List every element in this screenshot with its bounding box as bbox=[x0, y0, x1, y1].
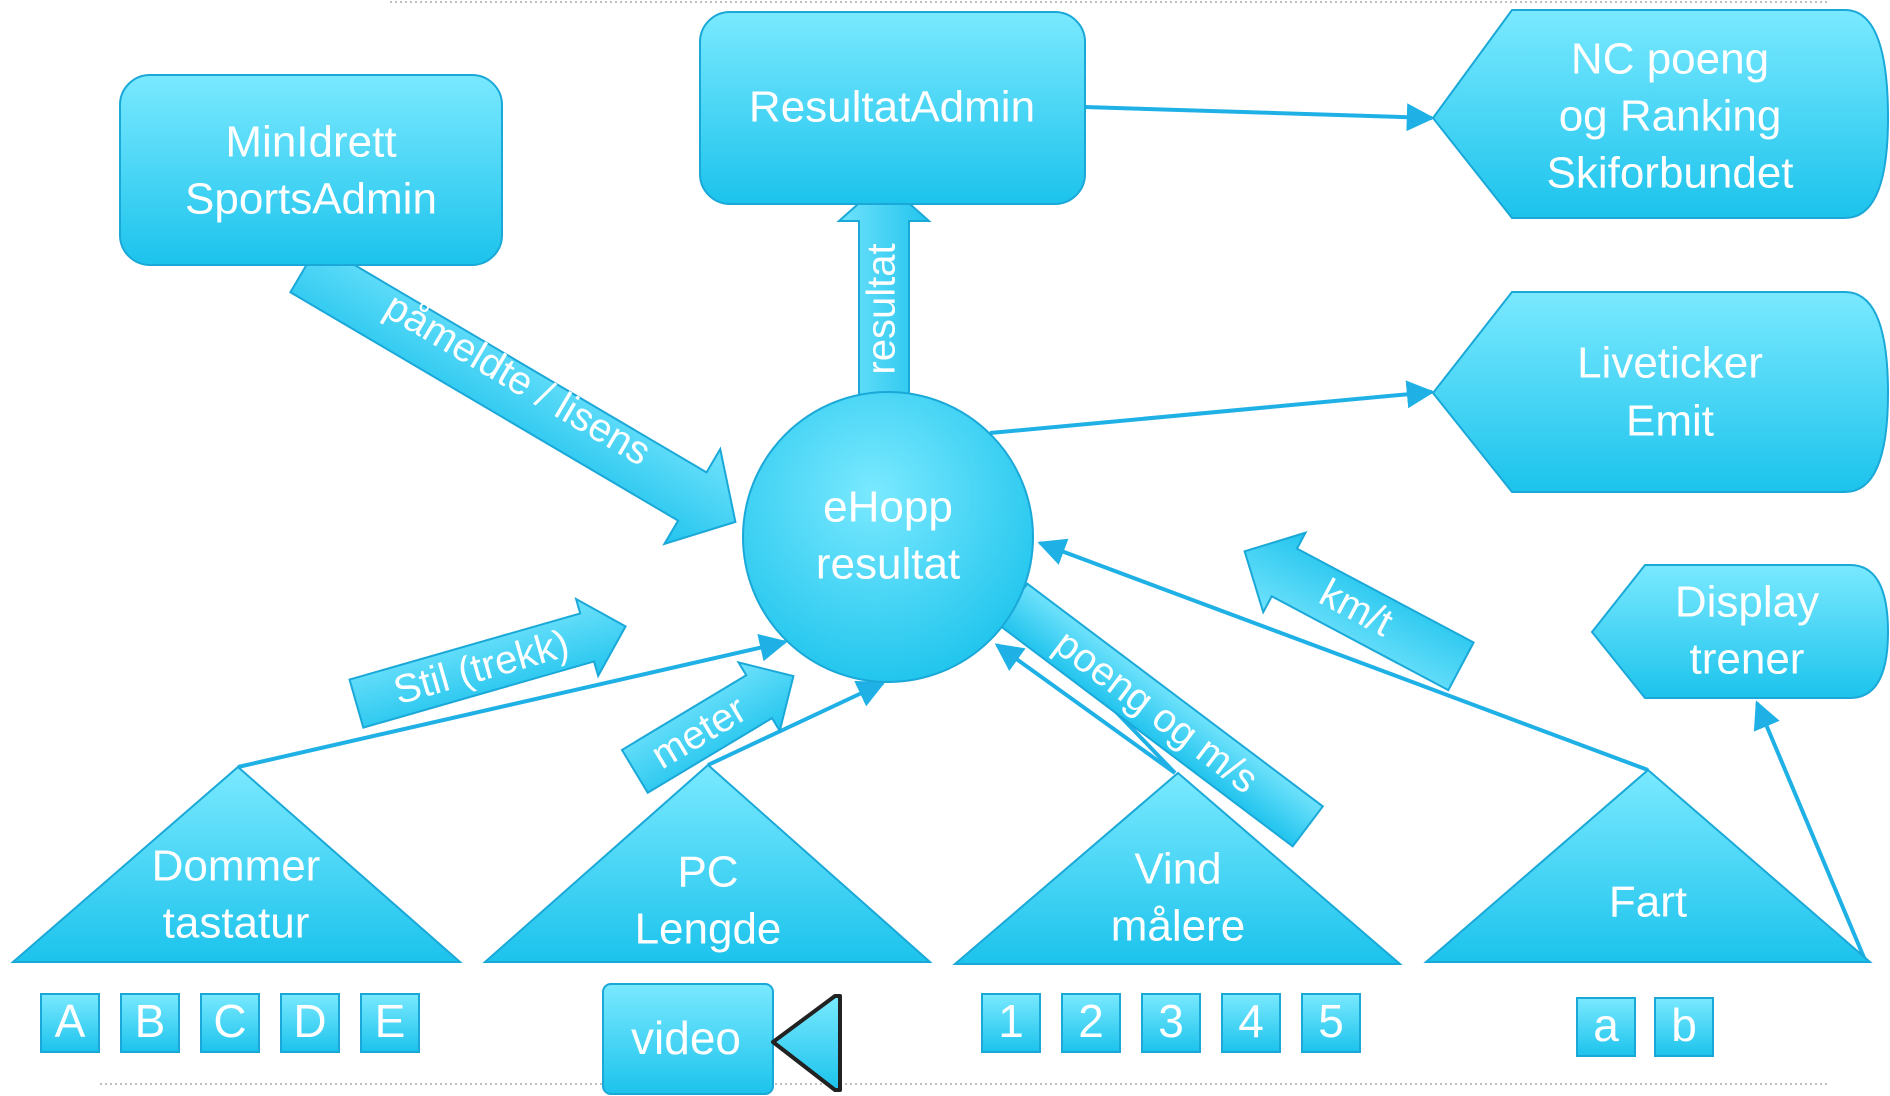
block-arrow-pameldte-label: påmeldte / lisens bbox=[377, 284, 658, 474]
block-arrow-resultat-label: resultat bbox=[860, 243, 904, 374]
key-c: C bbox=[213, 995, 246, 1047]
key-d-box bbox=[280, 993, 340, 1053]
node-dommer-tastatur-line2: tastatur bbox=[163, 899, 310, 948]
key-a-box bbox=[40, 993, 100, 1053]
node-display-trener-shape bbox=[1590, 564, 1890, 699]
key-4-box bbox=[1221, 993, 1281, 1053]
node-pc-lengde-shape bbox=[482, 763, 933, 963]
node-minidrett-box bbox=[119, 74, 503, 266]
key-5: 5 bbox=[1318, 995, 1344, 1047]
key-a: A bbox=[55, 995, 86, 1047]
node-resultatadmin-line1: ResultatAdmin bbox=[749, 83, 1035, 132]
key-d: D bbox=[293, 995, 326, 1047]
node-resultatadmin: ResultatAdmin bbox=[699, 11, 1086, 205]
block-arrow-pameldte-shape bbox=[289, 242, 737, 546]
node-ehopp-line1: eHopp bbox=[823, 483, 953, 532]
node-vind-malere-line2: målere bbox=[1111, 902, 1246, 951]
node-pc-lengde-line1: PC bbox=[677, 848, 738, 897]
key-lower-b: b bbox=[1671, 999, 1697, 1051]
key-e: E bbox=[375, 995, 406, 1047]
block-arrow-meter-shape bbox=[620, 660, 795, 795]
block-arrow-stil: Stil (trekk) bbox=[348, 596, 627, 729]
node-vind-malere-line1: Vind bbox=[1134, 845, 1221, 894]
key-e-box bbox=[360, 993, 420, 1053]
key-2-box bbox=[1061, 993, 1121, 1053]
node-nc-poeng-shape bbox=[1431, 9, 1890, 219]
node-dommer-tastatur: Dommer tastatur bbox=[10, 765, 463, 963]
block-arrow-poeng-label: poeng og m/s bbox=[1046, 621, 1266, 802]
video-camera-body bbox=[602, 983, 774, 1095]
block-arrow-kmt-shape bbox=[1243, 531, 1475, 692]
node-liveticker-shape bbox=[1431, 291, 1890, 493]
vind-keys: 1 2 3 4 5 bbox=[981, 993, 1361, 1053]
node-nc-poeng-line2: og Ranking bbox=[1559, 92, 1782, 141]
key-3-box bbox=[1141, 993, 1201, 1053]
line-fart-to-display bbox=[1753, 700, 1867, 961]
node-nc-poeng-line3: Skiforbundet bbox=[1546, 149, 1793, 198]
node-minidrett-line1: MinIdrett bbox=[225, 118, 396, 167]
key-2: 2 bbox=[1078, 995, 1104, 1047]
node-pc-lengde-line2: Lengde bbox=[635, 905, 782, 954]
node-liveticker: Liveticker Emit bbox=[1431, 291, 1890, 493]
block-arrow-stil-label: Stil (trekk) bbox=[389, 621, 574, 713]
node-ehopp-line2: resultat bbox=[816, 540, 960, 589]
key-3: 3 bbox=[1158, 995, 1184, 1047]
node-ehopp: eHopp resultat bbox=[742, 391, 1034, 683]
key-lower-a: a bbox=[1593, 999, 1619, 1051]
node-fart-shape bbox=[1423, 768, 1873, 963]
video-camera: video bbox=[602, 983, 842, 1095]
video-label: video bbox=[631, 1012, 741, 1064]
video-camera-lens-icon bbox=[771, 994, 842, 1092]
block-arrow-resultat: resultat bbox=[836, 179, 932, 407]
block-arrow-stil-shape bbox=[348, 596, 627, 729]
node-minidrett-line2: SportsAdmin bbox=[185, 175, 437, 224]
block-arrow-meter-label: meter bbox=[644, 687, 754, 777]
node-pc-lengde: PC Lengde bbox=[482, 763, 933, 963]
key-1: 1 bbox=[998, 995, 1024, 1047]
line-dommer-to-ehopp bbox=[237, 633, 788, 769]
key-c-box bbox=[200, 993, 260, 1053]
node-nc-poeng: NC poeng og Ranking Skiforbundet bbox=[1431, 9, 1890, 219]
node-ehopp-circle bbox=[742, 391, 1034, 683]
key-4: 4 bbox=[1238, 995, 1264, 1047]
line-pc-to-ehopp bbox=[707, 681, 886, 767]
node-liveticker-line2: Emit bbox=[1626, 397, 1714, 446]
block-arrow-kmt: km/t bbox=[1243, 531, 1475, 692]
node-resultatadmin-box bbox=[699, 11, 1086, 205]
line-fart-to-ehopp bbox=[1037, 538, 1649, 772]
node-vind-malere: Vind målere bbox=[952, 771, 1403, 965]
node-dommer-tastatur-line1: Dommer bbox=[152, 842, 321, 891]
key-lower-b-box bbox=[1654, 997, 1714, 1057]
key-lower-a-box bbox=[1576, 997, 1636, 1057]
block-arrow-pameldte: påmeldte / lisens bbox=[289, 242, 737, 546]
line-ehopp-to-liveticker bbox=[989, 380, 1435, 435]
key-5-box bbox=[1301, 993, 1361, 1053]
node-fart-line1: Fart bbox=[1609, 878, 1687, 927]
node-display-trener-line1: Display bbox=[1675, 578, 1819, 627]
node-vind-malere-shape bbox=[952, 771, 1403, 965]
node-minidrett: MinIdrett SportsAdmin bbox=[119, 74, 503, 266]
fart-keys: a b bbox=[1576, 997, 1714, 1057]
node-dommer-tastatur-shape bbox=[10, 765, 463, 963]
line-resultatadmin-to-nc bbox=[1084, 103, 1435, 132]
node-nc-poeng-line1: NC poeng bbox=[1571, 35, 1769, 84]
dommer-keys: A B C D E bbox=[40, 993, 420, 1053]
node-display-trener-line2: trener bbox=[1690, 635, 1805, 684]
node-display-trener: Display trener bbox=[1590, 564, 1890, 699]
key-b: B bbox=[135, 995, 166, 1047]
line-vind-to-ehopp-2 bbox=[994, 643, 1177, 775]
key-1-box bbox=[981, 993, 1041, 1053]
node-liveticker-line1: Liveticker bbox=[1577, 339, 1763, 388]
key-b-box bbox=[120, 993, 180, 1053]
node-fart: Fart bbox=[1423, 768, 1873, 963]
